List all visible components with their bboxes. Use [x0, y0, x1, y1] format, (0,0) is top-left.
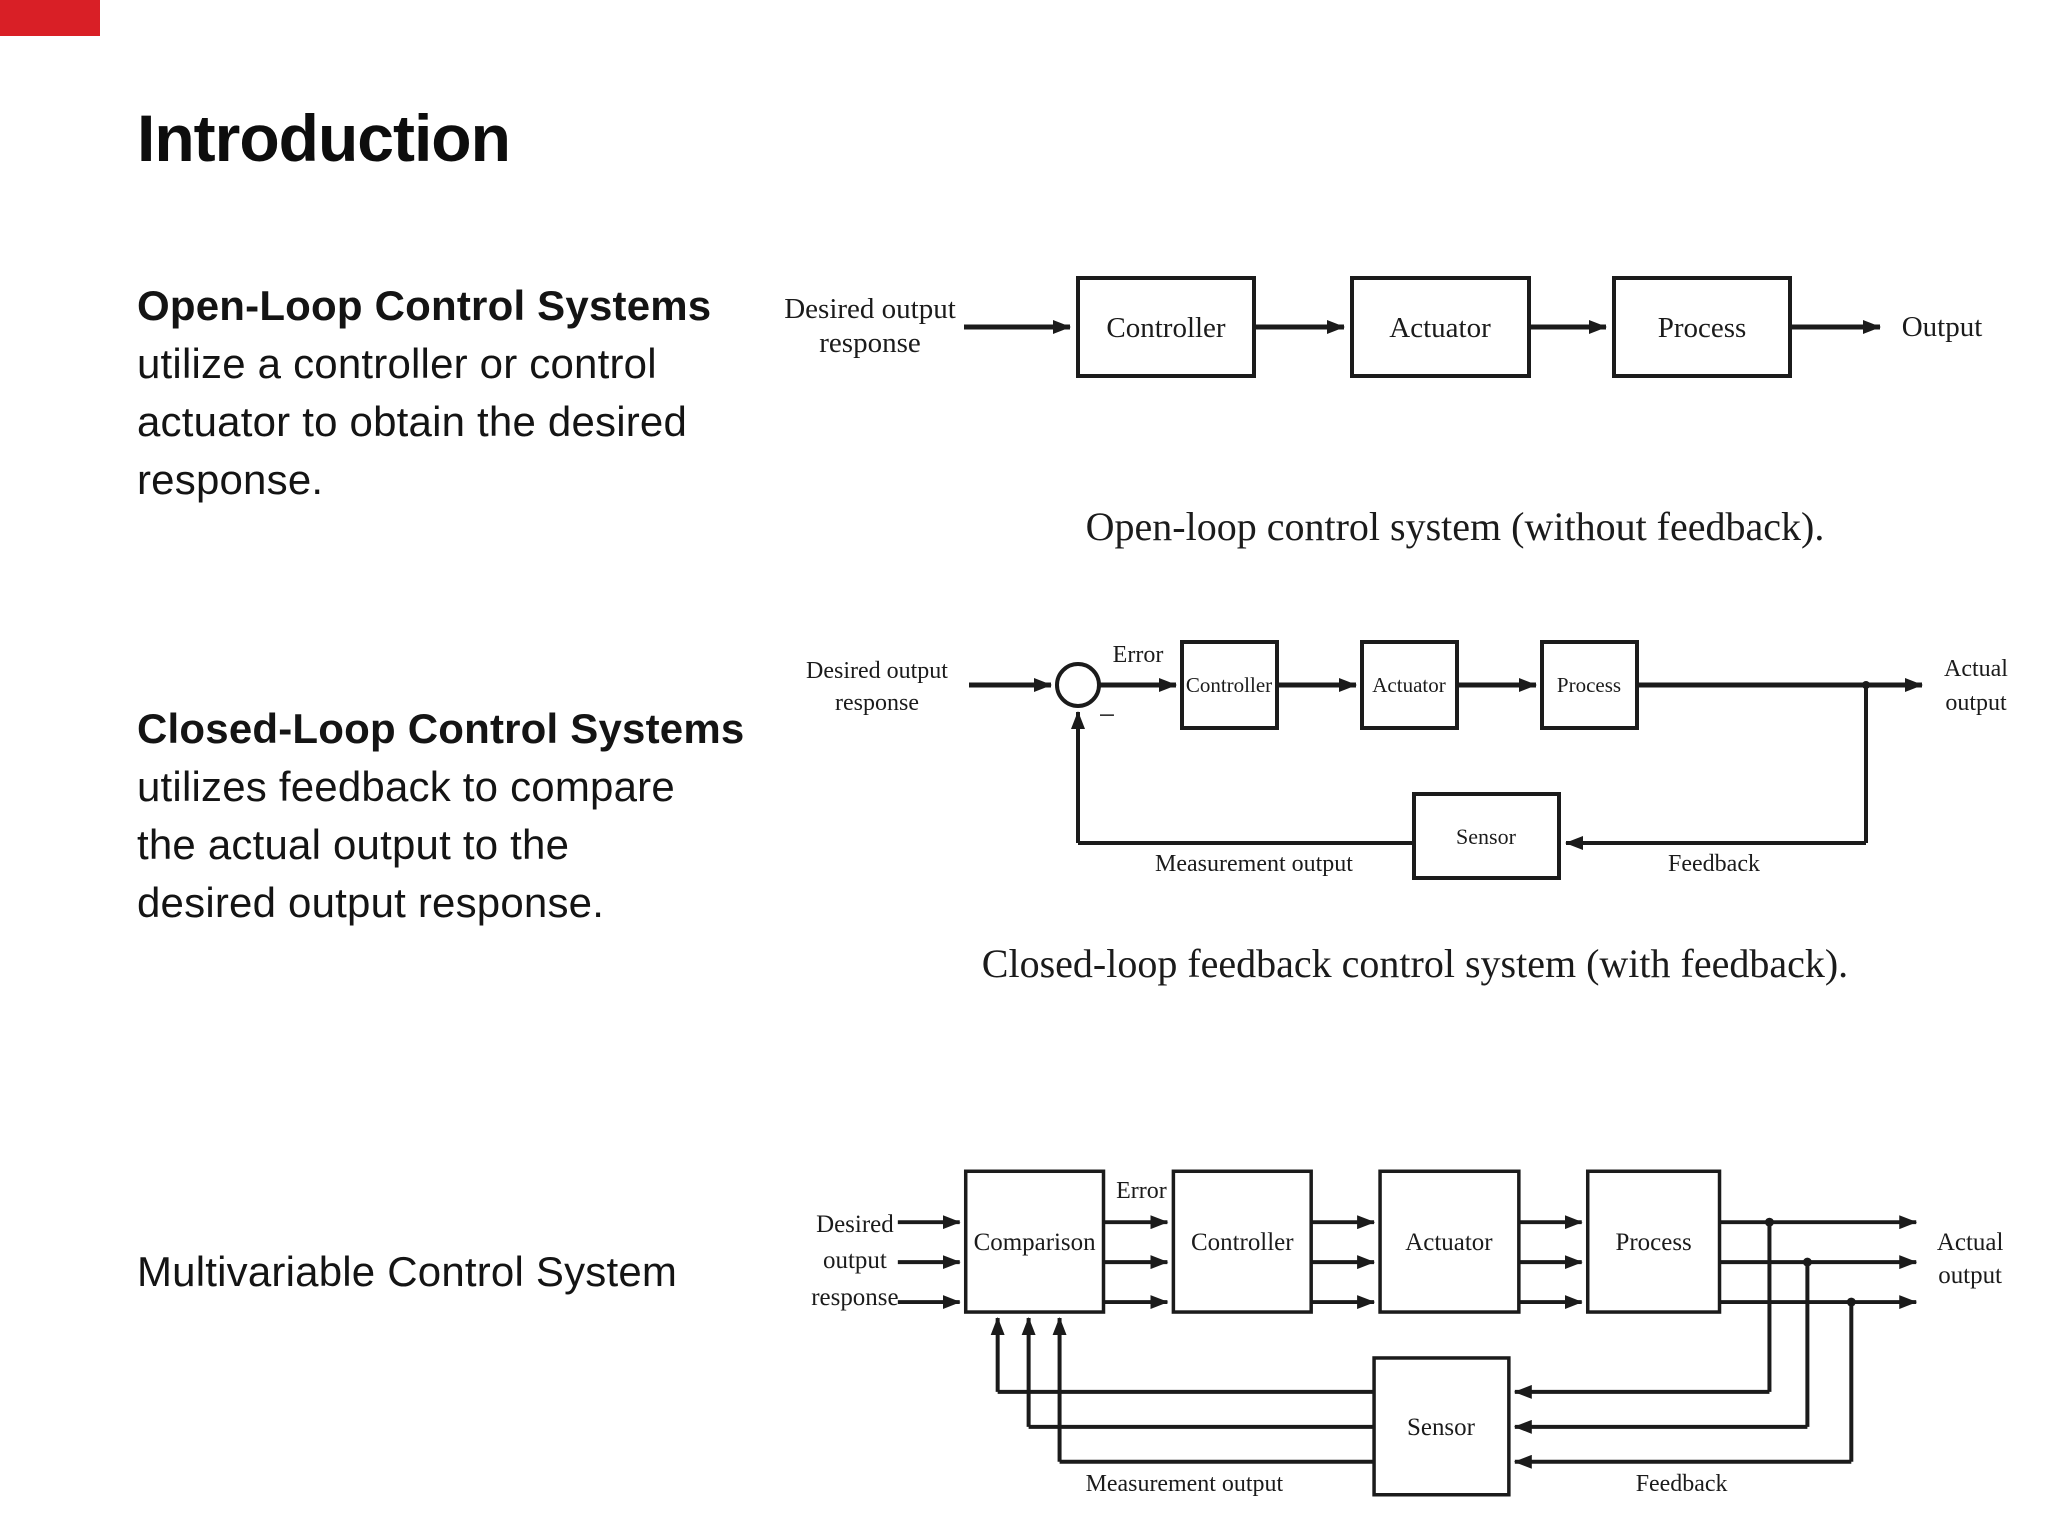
controller-label: Controller — [1106, 312, 1226, 344]
output-label-line1: Actual — [1937, 1229, 2004, 1256]
input-label-line2: response — [819, 327, 920, 359]
comparison-label: Comparison — [974, 1229, 1097, 1256]
process-block — [1540, 640, 1639, 730]
multivariable-diagram: Desired output response Error Comparison… — [811, 1169, 2004, 1497]
closed-loop-paragraph: Closed-Loop Control Systems utilizes fee… — [137, 700, 797, 932]
actuator-label: Actuator — [1405, 1229, 1493, 1256]
process-label: Process — [1557, 673, 1621, 697]
summing-junction — [1055, 662, 1101, 708]
feedback-label: Feedback — [1636, 1471, 1728, 1497]
controller-block — [1180, 640, 1279, 730]
measurement-output-label: Measurement output — [1086, 1471, 1284, 1497]
sensor-label: Sensor — [1456, 824, 1517, 849]
output-label-line2: output — [1945, 690, 2007, 716]
input-label-line2: output — [823, 1247, 887, 1274]
output-label-line1: Actual — [1944, 656, 2008, 682]
signal-arrows — [897, 1215, 1918, 1310]
multivariable-label: Multivariable Control System — [137, 1248, 678, 1295]
input-label-line1: Desired output — [806, 658, 948, 684]
input-label-line1: Desired output — [784, 293, 956, 325]
open-loop-line: utilize a controller or control — [137, 340, 657, 387]
input-label-line2: response — [835, 690, 919, 716]
output-label-line2: output — [1938, 1262, 2002, 1289]
error-label: Error — [1116, 1178, 1167, 1204]
closed-loop-line: the actual output to the — [137, 821, 570, 868]
error-label: Error — [1113, 642, 1164, 668]
controller-block — [1076, 276, 1256, 378]
actuator-label: Actuator — [1372, 673, 1445, 697]
open-loop-paragraph: Open-Loop Control Systems utilize a cont… — [137, 277, 797, 509]
feedback-path — [1071, 681, 1870, 850]
process-block — [1585, 1169, 1722, 1314]
feedback-label: Feedback — [1668, 851, 1760, 877]
output-label: Output — [1902, 311, 1983, 343]
measurement-output-label: Measurement output — [1155, 851, 1353, 877]
open-loop-heading: Open-Loop Control Systems — [137, 282, 712, 329]
open-loop-diagram: Desired output response Controller Actua… — [784, 276, 1983, 378]
closed-loop-line: utilizes feedback to compare — [137, 763, 675, 810]
sensor-block — [1372, 1356, 1511, 1497]
actuator-block — [1350, 276, 1531, 378]
input-label-line1: Desired — [816, 1211, 894, 1238]
open-loop-line: actuator to obtain the desired — [137, 398, 688, 445]
closed-loop-diagram: Desired output response Error − Controll… — [806, 640, 2008, 880]
actuator-block — [1378, 1169, 1521, 1314]
controller-label: Controller — [1186, 673, 1272, 697]
controller-block — [1171, 1169, 1313, 1314]
sensor-label: Sensor — [1407, 1414, 1476, 1441]
sensor-block — [1412, 792, 1561, 880]
input-label-line3: response — [811, 1284, 898, 1311]
actuator-label: Actuator — [1389, 312, 1491, 344]
page-title: Introduction — [137, 101, 511, 175]
closed-loop-heading: Closed-Loop Control Systems — [137, 705, 745, 752]
closed-loop-line: desired output response. — [137, 879, 605, 926]
open-loop-line: response. — [137, 456, 324, 503]
process-block — [1612, 276, 1792, 378]
accent-bar — [0, 0, 100, 36]
open-loop-caption: Open-loop control system (without feedba… — [1085, 504, 1825, 549]
process-label: Process — [1658, 312, 1747, 344]
controller-label: Controller — [1191, 1229, 1294, 1256]
takeoff-point — [1862, 681, 1870, 689]
process-label: Process — [1616, 1229, 1692, 1256]
actuator-block — [1360, 640, 1459, 730]
closed-loop-caption: Closed-loop feedback control system (wit… — [981, 941, 1849, 986]
feedback-path — [990, 1217, 1856, 1469]
minus-sign: − — [1099, 699, 1116, 732]
comparison-block — [963, 1169, 1106, 1314]
